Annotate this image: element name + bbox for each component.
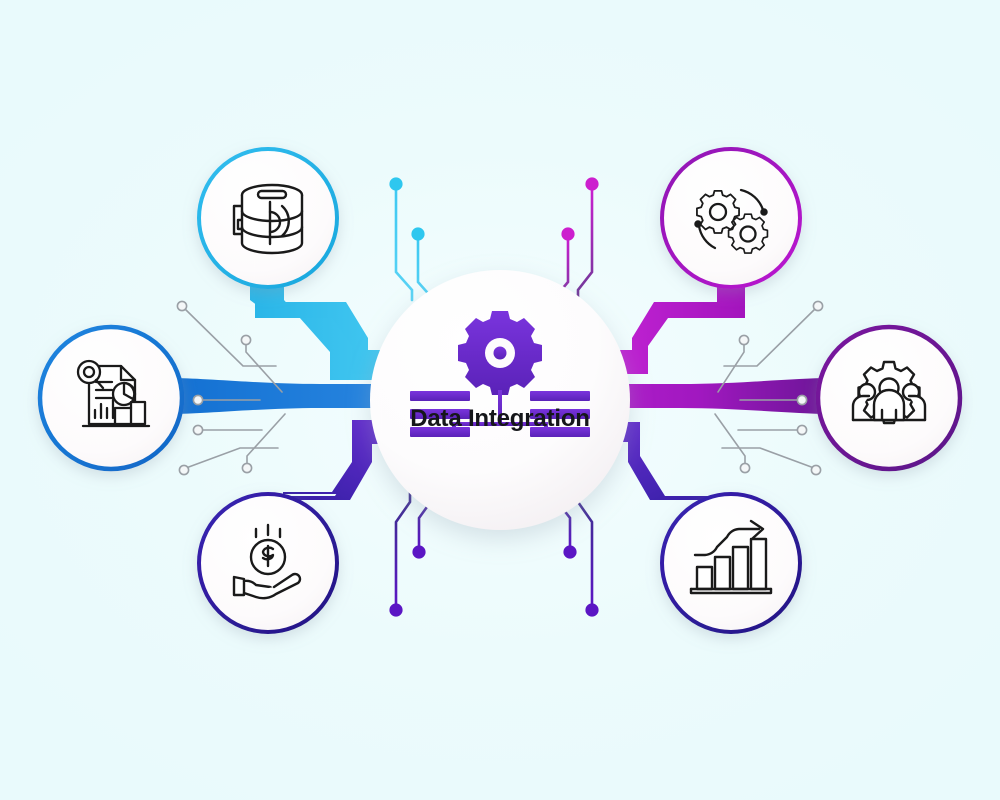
hand-dollar-coin-icon [232, 523, 302, 600]
center-hub[interactable] [370, 270, 630, 530]
trace-dot-purple-1 [389, 603, 403, 617]
page-title: Data Integration [410, 405, 590, 432]
trace-dot-magenta-2 [561, 227, 575, 241]
trace-dot-magenta-1 [585, 177, 599, 191]
trace-dot-purple-2 [412, 545, 426, 559]
node-data-storage[interactable] [197, 147, 339, 289]
node-reporting[interactable] [37, 324, 185, 472]
people-gear-icon [851, 360, 927, 425]
dual-gears-icon [694, 188, 769, 254]
node-cost-savings[interactable] [197, 492, 339, 634]
circuit-traces-gray [176, 300, 824, 476]
report-document-chart-icon [76, 359, 151, 428]
trace-dot-cyan-1 [389, 177, 403, 191]
trace-dot-purple-4 [563, 545, 577, 559]
node-business-growth[interactable] [660, 492, 802, 634]
node-automation[interactable] [660, 147, 802, 289]
database-stack-icon [232, 183, 304, 255]
trace-dot-purple-3 [585, 603, 599, 617]
node-ring-top-right [660, 147, 802, 289]
gear-database-icon [410, 311, 590, 437]
trace-dot-cyan-2 [411, 227, 425, 241]
growth-bar-chart-icon [689, 519, 773, 595]
node-team-management[interactable] [815, 324, 963, 472]
